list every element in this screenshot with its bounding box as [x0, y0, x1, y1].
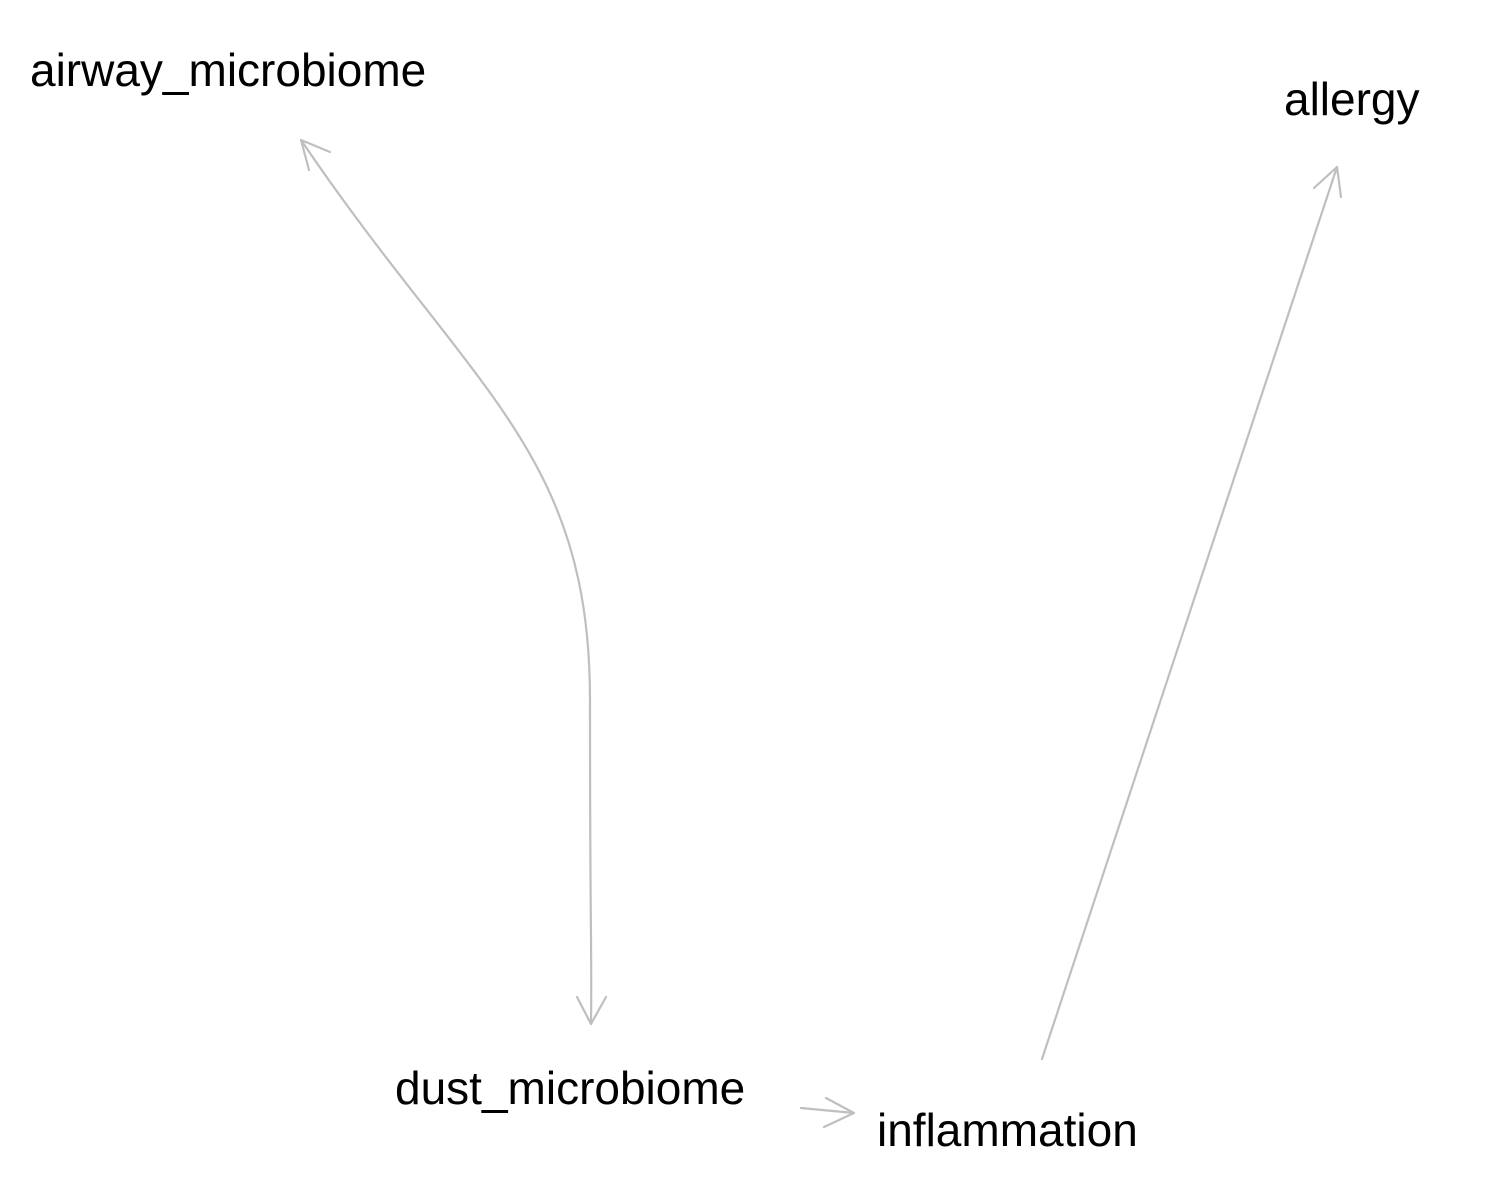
arrowhead-inflammation — [822, 1096, 856, 1129]
node-airway-microbiome: airway_microbiome — [30, 44, 426, 96]
edge-inflammation-allergy — [1040, 165, 1339, 1061]
nodes: airway_microbiome allergy dust_microbiom… — [30, 44, 1420, 1156]
arrowhead-dust-end — [575, 995, 608, 1026]
edge-dust-inflammation — [799, 1106, 856, 1115]
edge-airway-dust-bidirected — [299, 138, 593, 1026]
node-dust-microbiome: dust_microbiome — [395, 1062, 745, 1114]
edges — [299, 138, 1343, 1129]
node-allergy: allergy — [1284, 73, 1420, 125]
arrowhead-allergy — [1312, 165, 1343, 199]
node-inflammation: inflammation — [877, 1104, 1138, 1156]
arrowhead-airway-end — [299, 138, 332, 172]
